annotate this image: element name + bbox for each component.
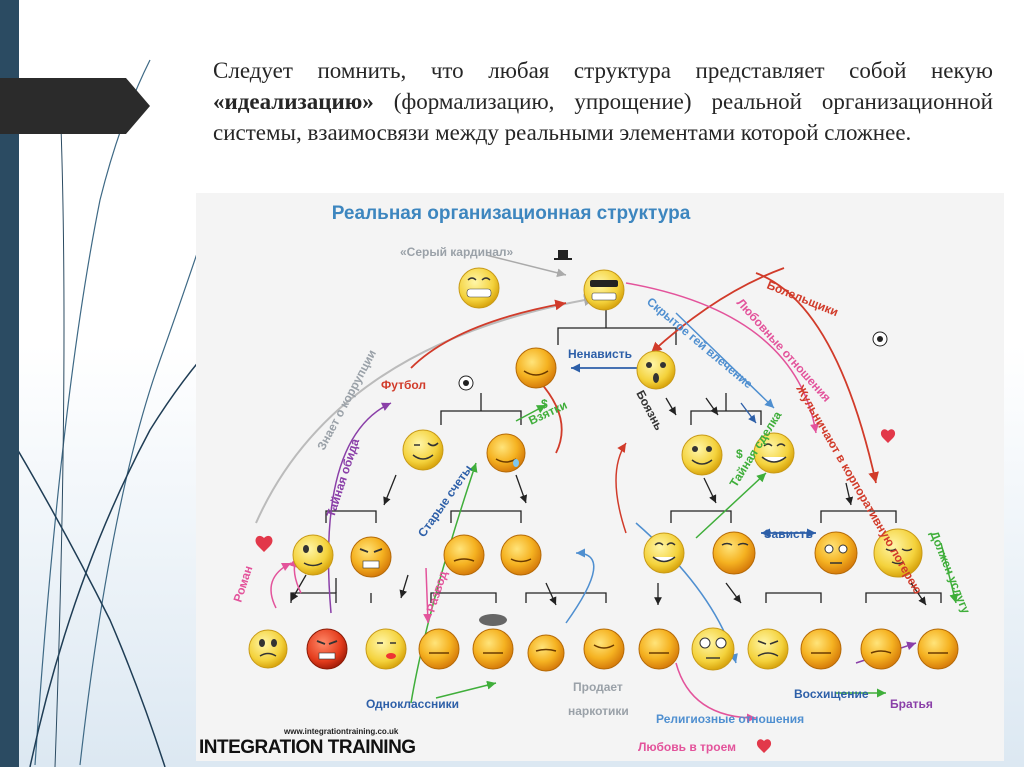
face-l4-b: [350, 536, 392, 578]
face-ceo: [583, 269, 625, 311]
label-bribes: Взятки: [526, 398, 569, 428]
label-secret-offense: Тайная обида: [324, 437, 363, 519]
integration-training-logo: INTEGRATION TRAINING: [199, 737, 416, 758]
heart-icon-3: [756, 739, 772, 753]
org-diagram: «Серый кардинал» Ненависть Футбол Болель…: [231, 245, 974, 754]
face-l3-d: [753, 432, 795, 474]
label-fear: Боязнь: [633, 388, 666, 433]
decor-icons: [255, 250, 896, 753]
org-structure-figure: «Серый кардинал» Ненависть Футбол Болель…: [196, 193, 1004, 761]
label-football: Футбол: [381, 378, 426, 392]
hierarchy-lines: [290, 308, 942, 603]
label-knows-corruption: Знает о коррупции: [314, 347, 379, 452]
face-l5-6: [527, 634, 565, 672]
label-dollar-1: $: [541, 397, 548, 411]
face-l5-2: [306, 628, 348, 670]
heart-icon-1: [255, 535, 273, 552]
logo-url: www.integrationtraining.co.uk: [284, 727, 399, 736]
label-grey-cardinal: «Серый кардинал»: [400, 245, 514, 259]
face-l4-a: [292, 534, 334, 576]
slide-body-text: Следует помнить, что любая структура пре…: [213, 55, 993, 148]
heart-icon-2: [880, 429, 896, 443]
label-brothers: Братья: [890, 697, 933, 711]
label-sells-drugs-2: наркотики: [568, 704, 629, 718]
face-l3-c: [681, 434, 723, 476]
text-part-1: Следует помнить, что любая структура пре…: [213, 58, 993, 83]
label-envy: Зависть: [764, 527, 813, 541]
label-admiration: Восхищение: [794, 687, 869, 701]
face-l5-11: [800, 628, 842, 670]
face-l2-b: [636, 350, 676, 390]
face-l5-9: [691, 627, 735, 671]
label-dollar-2: $: [736, 447, 743, 461]
face-l4-c: [443, 534, 485, 576]
face-l5-12: [860, 628, 902, 670]
face-l4-f: [712, 531, 756, 575]
face-l4-g: [814, 531, 858, 575]
title-arrow-tab: [0, 78, 150, 134]
face-l5-3: [365, 628, 407, 670]
face-l5-4: [418, 628, 460, 670]
face-l5-13: [917, 628, 959, 670]
emoji-faces: [248, 267, 959, 672]
text-part-2: (формализацию, упрощение) реальной орган…: [213, 89, 993, 145]
label-hatred: Ненависть: [568, 347, 632, 361]
soccer-ball-icon-2: [872, 331, 888, 347]
face-l4-h: [873, 528, 923, 578]
face-l5-10: [747, 628, 789, 670]
face-l5-5: [472, 614, 514, 670]
soccer-ball-icon: [458, 375, 474, 391]
face-grey-cardinal: [458, 267, 500, 309]
left-sidebar-bar: [0, 0, 19, 767]
face-l5-1: [248, 629, 288, 669]
figure-title: Реальная организационная структура: [331, 203, 691, 224]
label-religious: Религиозные отношения: [656, 712, 804, 726]
face-l3-b: [486, 433, 526, 473]
face-l4-e: [643, 532, 685, 574]
face-l5-7: [583, 628, 625, 670]
text-bold-idealization: «идеализацию»: [213, 89, 374, 114]
face-l2-a: [515, 347, 557, 389]
face-l5-8: [638, 628, 680, 670]
label-romance: Роман: [231, 564, 256, 604]
label-love-three: Любовь в троем: [638, 740, 736, 754]
label-owes-favor: Должен услугу: [927, 529, 973, 616]
label-classmates: Одноклассники: [366, 697, 459, 711]
label-sells-drugs-1: Продает: [573, 680, 623, 694]
face-l3-a: [402, 429, 444, 471]
label-cheats-lottery: Жульничают в корпоративную лотерею: [793, 382, 925, 597]
label-old-scores: Старые счеты: [415, 462, 475, 539]
label-fans: Болельщики: [765, 278, 840, 319]
top-hat-icon: [554, 250, 572, 260]
face-l4-d: [500, 534, 542, 576]
